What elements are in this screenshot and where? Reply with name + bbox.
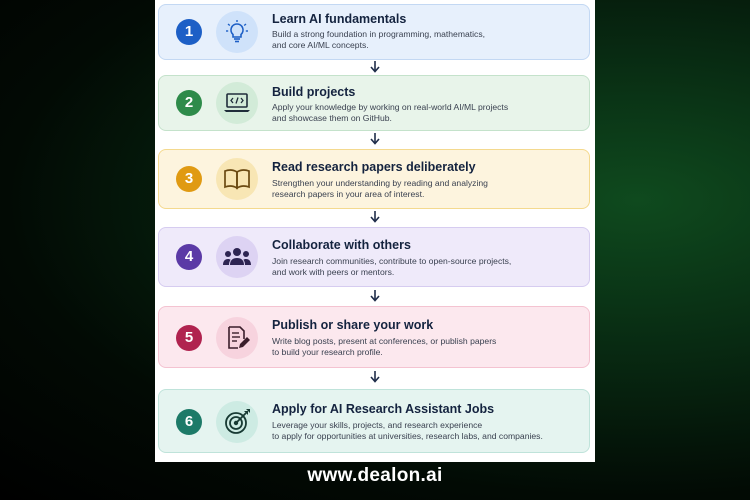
step-description: Strengthen your understanding by reading…: [272, 178, 488, 199]
step-title: Collaborate with others: [272, 238, 411, 252]
step-number-badge: 4: [176, 244, 202, 270]
people-group-icon: [216, 236, 258, 278]
step-number-badge: 3: [176, 166, 202, 192]
laptop-code-icon: [216, 82, 258, 124]
arrow-down-icon: [370, 61, 380, 73]
step-card-5: 5 Publish or share your work Write blog …: [158, 306, 590, 368]
step-card-3: 3 Read research papers deliberately Stre…: [158, 149, 590, 209]
step-title: Apply for AI Research Assistant Jobs: [272, 402, 495, 416]
step-description: Write blog posts, present at conferences…: [272, 336, 497, 357]
document-pen-icon: [216, 317, 258, 359]
step-number-badge: 5: [176, 325, 202, 351]
step-title: Learn AI fundamentals: [272, 12, 407, 26]
step-description: Leverage your skills, projects, and rese…: [272, 420, 543, 441]
step-card-6: 6 Apply for AI Research Assistant Jobs L…: [158, 389, 590, 453]
step-number-badge: 2: [176, 90, 202, 116]
step-number-badge: 6: [176, 409, 202, 435]
step-title: Read research papers deliberately: [272, 160, 476, 174]
arrow-down-icon: [370, 290, 380, 302]
target-arrow-icon: [216, 401, 258, 443]
website-url: www.dealon.ai: [307, 465, 443, 486]
step-card-2: 2 Build projects Apply your knowledge by…: [158, 75, 590, 131]
roadmap-panel: 1 Learn AI fundamentals Build a strong f…: [155, 0, 595, 462]
step-card-1: 1 Learn AI fundamentals Build a strong f…: [158, 4, 590, 60]
step-number-badge: 1: [176, 19, 202, 45]
arrow-down-icon: [370, 133, 380, 145]
step-description: Join research communities, contribute to…: [272, 256, 512, 277]
arrow-down-icon: [370, 211, 380, 223]
lightbulb-icon: [216, 11, 258, 53]
step-title: Build projects: [272, 85, 356, 99]
step-description: Apply your knowledge by working on real-…: [272, 102, 509, 123]
step-card-4: 4 Collaborate with others Join research …: [158, 227, 590, 287]
open-book-icon: [216, 158, 258, 200]
arrow-down-icon: [370, 371, 380, 383]
step-title: Publish or share your work: [272, 318, 434, 332]
step-description: Build a strong foundation in programming…: [272, 29, 486, 50]
